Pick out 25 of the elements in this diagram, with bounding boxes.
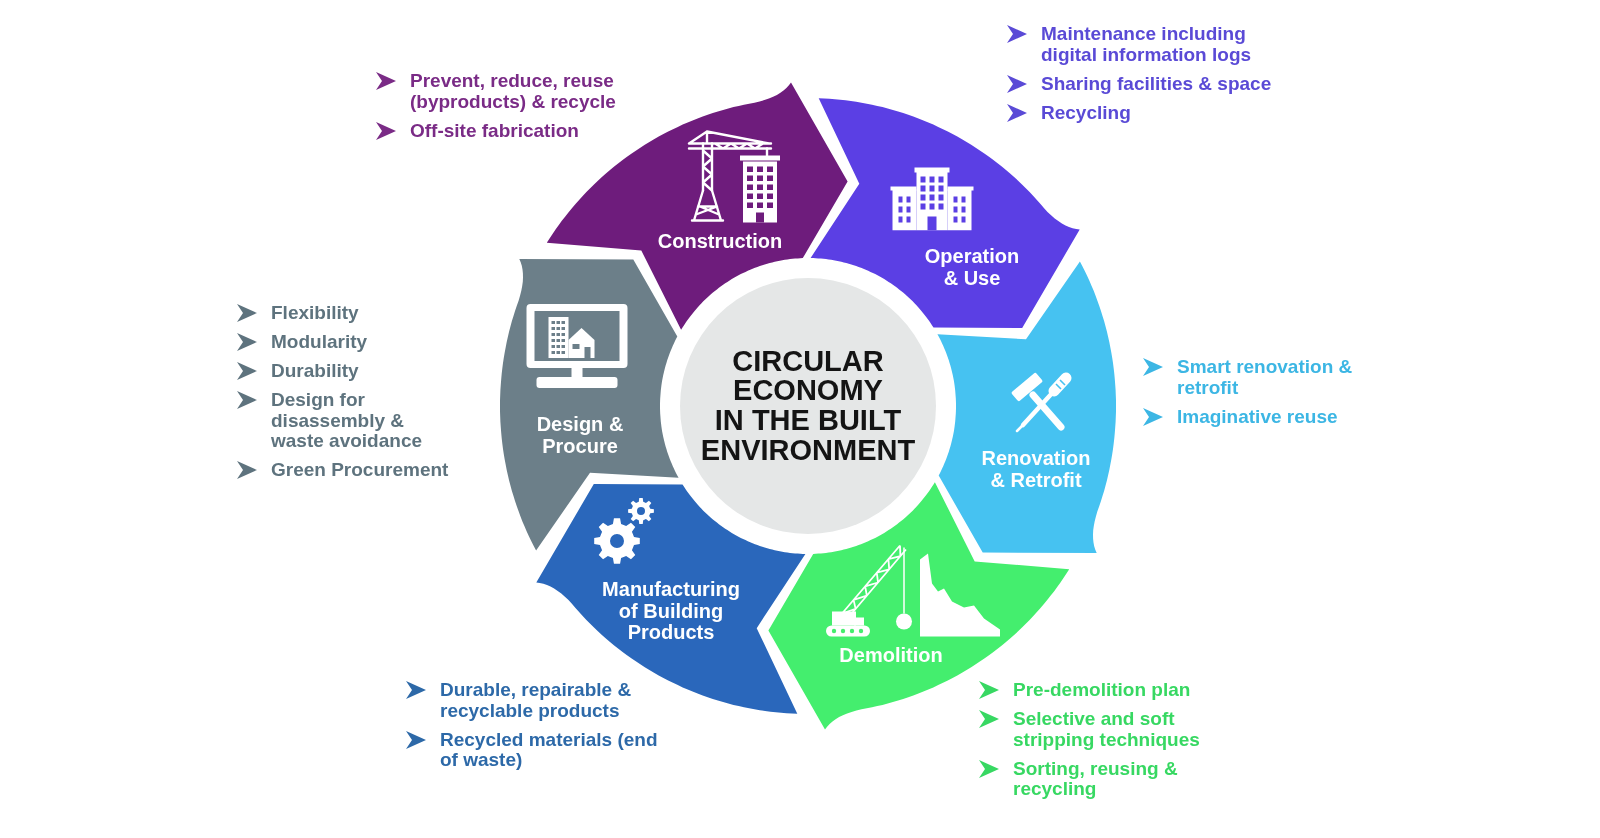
segment-label: Renovation & Retrofit <box>981 448 1091 492</box>
bullet-text: Durable, repairable & recyclable products <box>440 680 633 721</box>
bullet-text: Prevent, reduce, reuse (byproducts) & recycle <box>410 71 617 112</box>
segment-label: Design & Procure <box>536 414 624 458</box>
bullet-text: Sharing facilities & space <box>1041 73 1272 94</box>
bullet-text: Design for disassembly & waste avoidance <box>271 390 424 452</box>
segment-label: Demolition <box>839 645 943 667</box>
bullet-text: Smart renovation & retrofit <box>1177 357 1354 398</box>
segment-label: Construction <box>657 231 783 253</box>
title-text: CIRCULAR ECONOMY IN THE BUILT ENVIRONMENT <box>700 346 916 466</box>
bullet-text: Recycled materials (end of waste) <box>440 729 659 771</box>
arrow-segment <box>500 258 679 551</box>
bullet-text: Recycling <box>1041 102 1131 123</box>
segment-label: Manufacturing of Building Products <box>602 578 740 644</box>
bullet-text: Durability <box>271 361 359 382</box>
segment-label: Operation & Use <box>924 246 1020 290</box>
bullet-text: Maintenance including digital information logs <box>1041 24 1253 65</box>
bullet-text: Off-site fabrication <box>410 120 579 141</box>
bullet-text: Pre-demolition plan <box>1013 680 1191 701</box>
bullet-text: Green Procurement <box>271 460 449 481</box>
bullet-text: Imaginative reuse <box>1177 406 1338 427</box>
bullet-text: Sorting, reusing & recycling <box>1013 758 1179 800</box>
bullet-text: Flexibility <box>271 303 359 324</box>
bullet-text: Modularity <box>271 332 368 353</box>
bullet-text: Selective and soft stripping techniques <box>1013 709 1201 750</box>
